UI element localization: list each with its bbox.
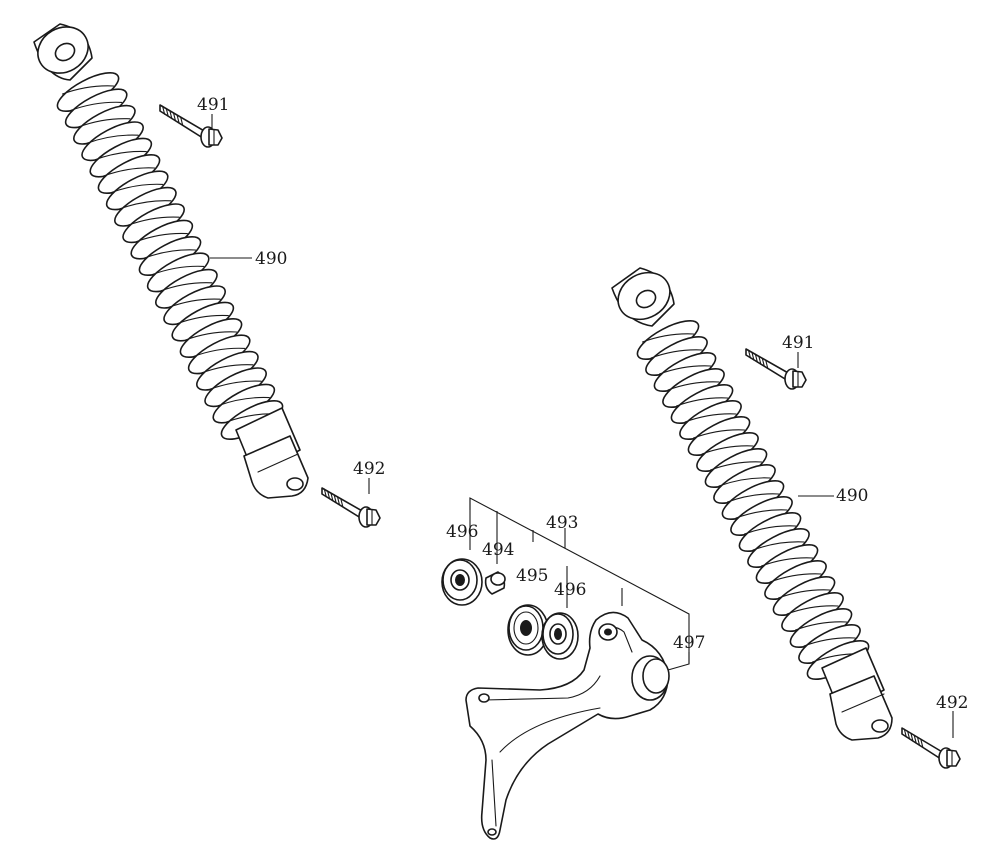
spring-coil-edge (777, 589, 831, 599)
spring-coil-edge (667, 381, 720, 391)
spring-coil-edge (760, 557, 814, 567)
spring-coil-edge (209, 380, 262, 390)
spring-coil-edge (675, 397, 729, 407)
spring-coil-edge (786, 605, 839, 615)
leader-lines (210, 114, 954, 738)
shock-bracket-497 (465, 611, 670, 840)
spring-coil-edge (94, 150, 147, 161)
spring-coil-edge (684, 413, 737, 423)
spring-coil-edge (709, 461, 763, 471)
spring-coil-edge (752, 541, 805, 551)
right-spring-coils (636, 320, 870, 680)
left-lower-bolt (321, 487, 381, 528)
spring-coil-edge (70, 101, 123, 111)
spring-coil-edge (743, 525, 797, 535)
right-upper-bolt (745, 348, 807, 390)
callout-495: 495 (516, 566, 548, 586)
callout-497: 497 (673, 633, 705, 653)
spring-coil-edge (184, 331, 238, 341)
spring-coil-edge (143, 249, 197, 259)
right-shock-absorber (611, 267, 893, 741)
spring-coil-edge (61, 85, 115, 95)
spring-coil-edge (803, 637, 856, 647)
callout-491-right: 491 (782, 333, 814, 353)
bearing-496-right (541, 612, 579, 660)
callout-493: 493 (546, 513, 578, 533)
callout-492-left: 492 (353, 459, 385, 479)
spring-coil-edge (111, 183, 164, 193)
spring-coil-edge (769, 573, 822, 583)
left-upper-bolt (159, 104, 223, 148)
spring-coil-edge (650, 349, 703, 359)
spring-coil-edge (168, 298, 221, 308)
spring-coil-edge (176, 314, 229, 325)
spring-coil-edge (152, 265, 205, 275)
spring-coil-edge (718, 477, 771, 487)
spring-coil-edge (658, 365, 712, 375)
spring-coil-edge (726, 493, 780, 503)
spring-coil-edge (701, 445, 754, 455)
callout-492-right: 492 (936, 693, 968, 713)
spring-coil-edge (794, 621, 848, 631)
spring-coil-edge (201, 364, 254, 374)
spacer-494 (484, 571, 506, 595)
callout-494: 494 (482, 540, 514, 560)
left-spring-coils (56, 72, 284, 440)
callout-490-right: 490 (836, 486, 868, 506)
spring-coil-edge (127, 216, 180, 226)
spring-coil-edge (86, 134, 139, 144)
spring-coil-edge (217, 396, 270, 407)
left-shock-absorber (33, 23, 309, 499)
right-lower-bolt (901, 727, 961, 769)
spring-coil-edge (102, 167, 156, 177)
callout-496-right: 496 (554, 580, 586, 600)
bearing-496-left (441, 558, 483, 606)
spring-coil-edge (735, 509, 788, 519)
spring-coil-edge (193, 347, 246, 357)
callout-490-left: 490 (255, 249, 287, 269)
spring-coil-edge (641, 333, 695, 343)
callout-491-left: 491 (197, 95, 229, 115)
bearing-495 (507, 604, 549, 656)
spring-coil-edge (78, 118, 131, 128)
spring-coil-edge (119, 200, 172, 210)
spring-coil-edge (160, 282, 213, 292)
callout-496-left: 496 (446, 522, 478, 542)
spring-coil-edge (692, 429, 746, 439)
spring-coil-edge (135, 232, 188, 243)
